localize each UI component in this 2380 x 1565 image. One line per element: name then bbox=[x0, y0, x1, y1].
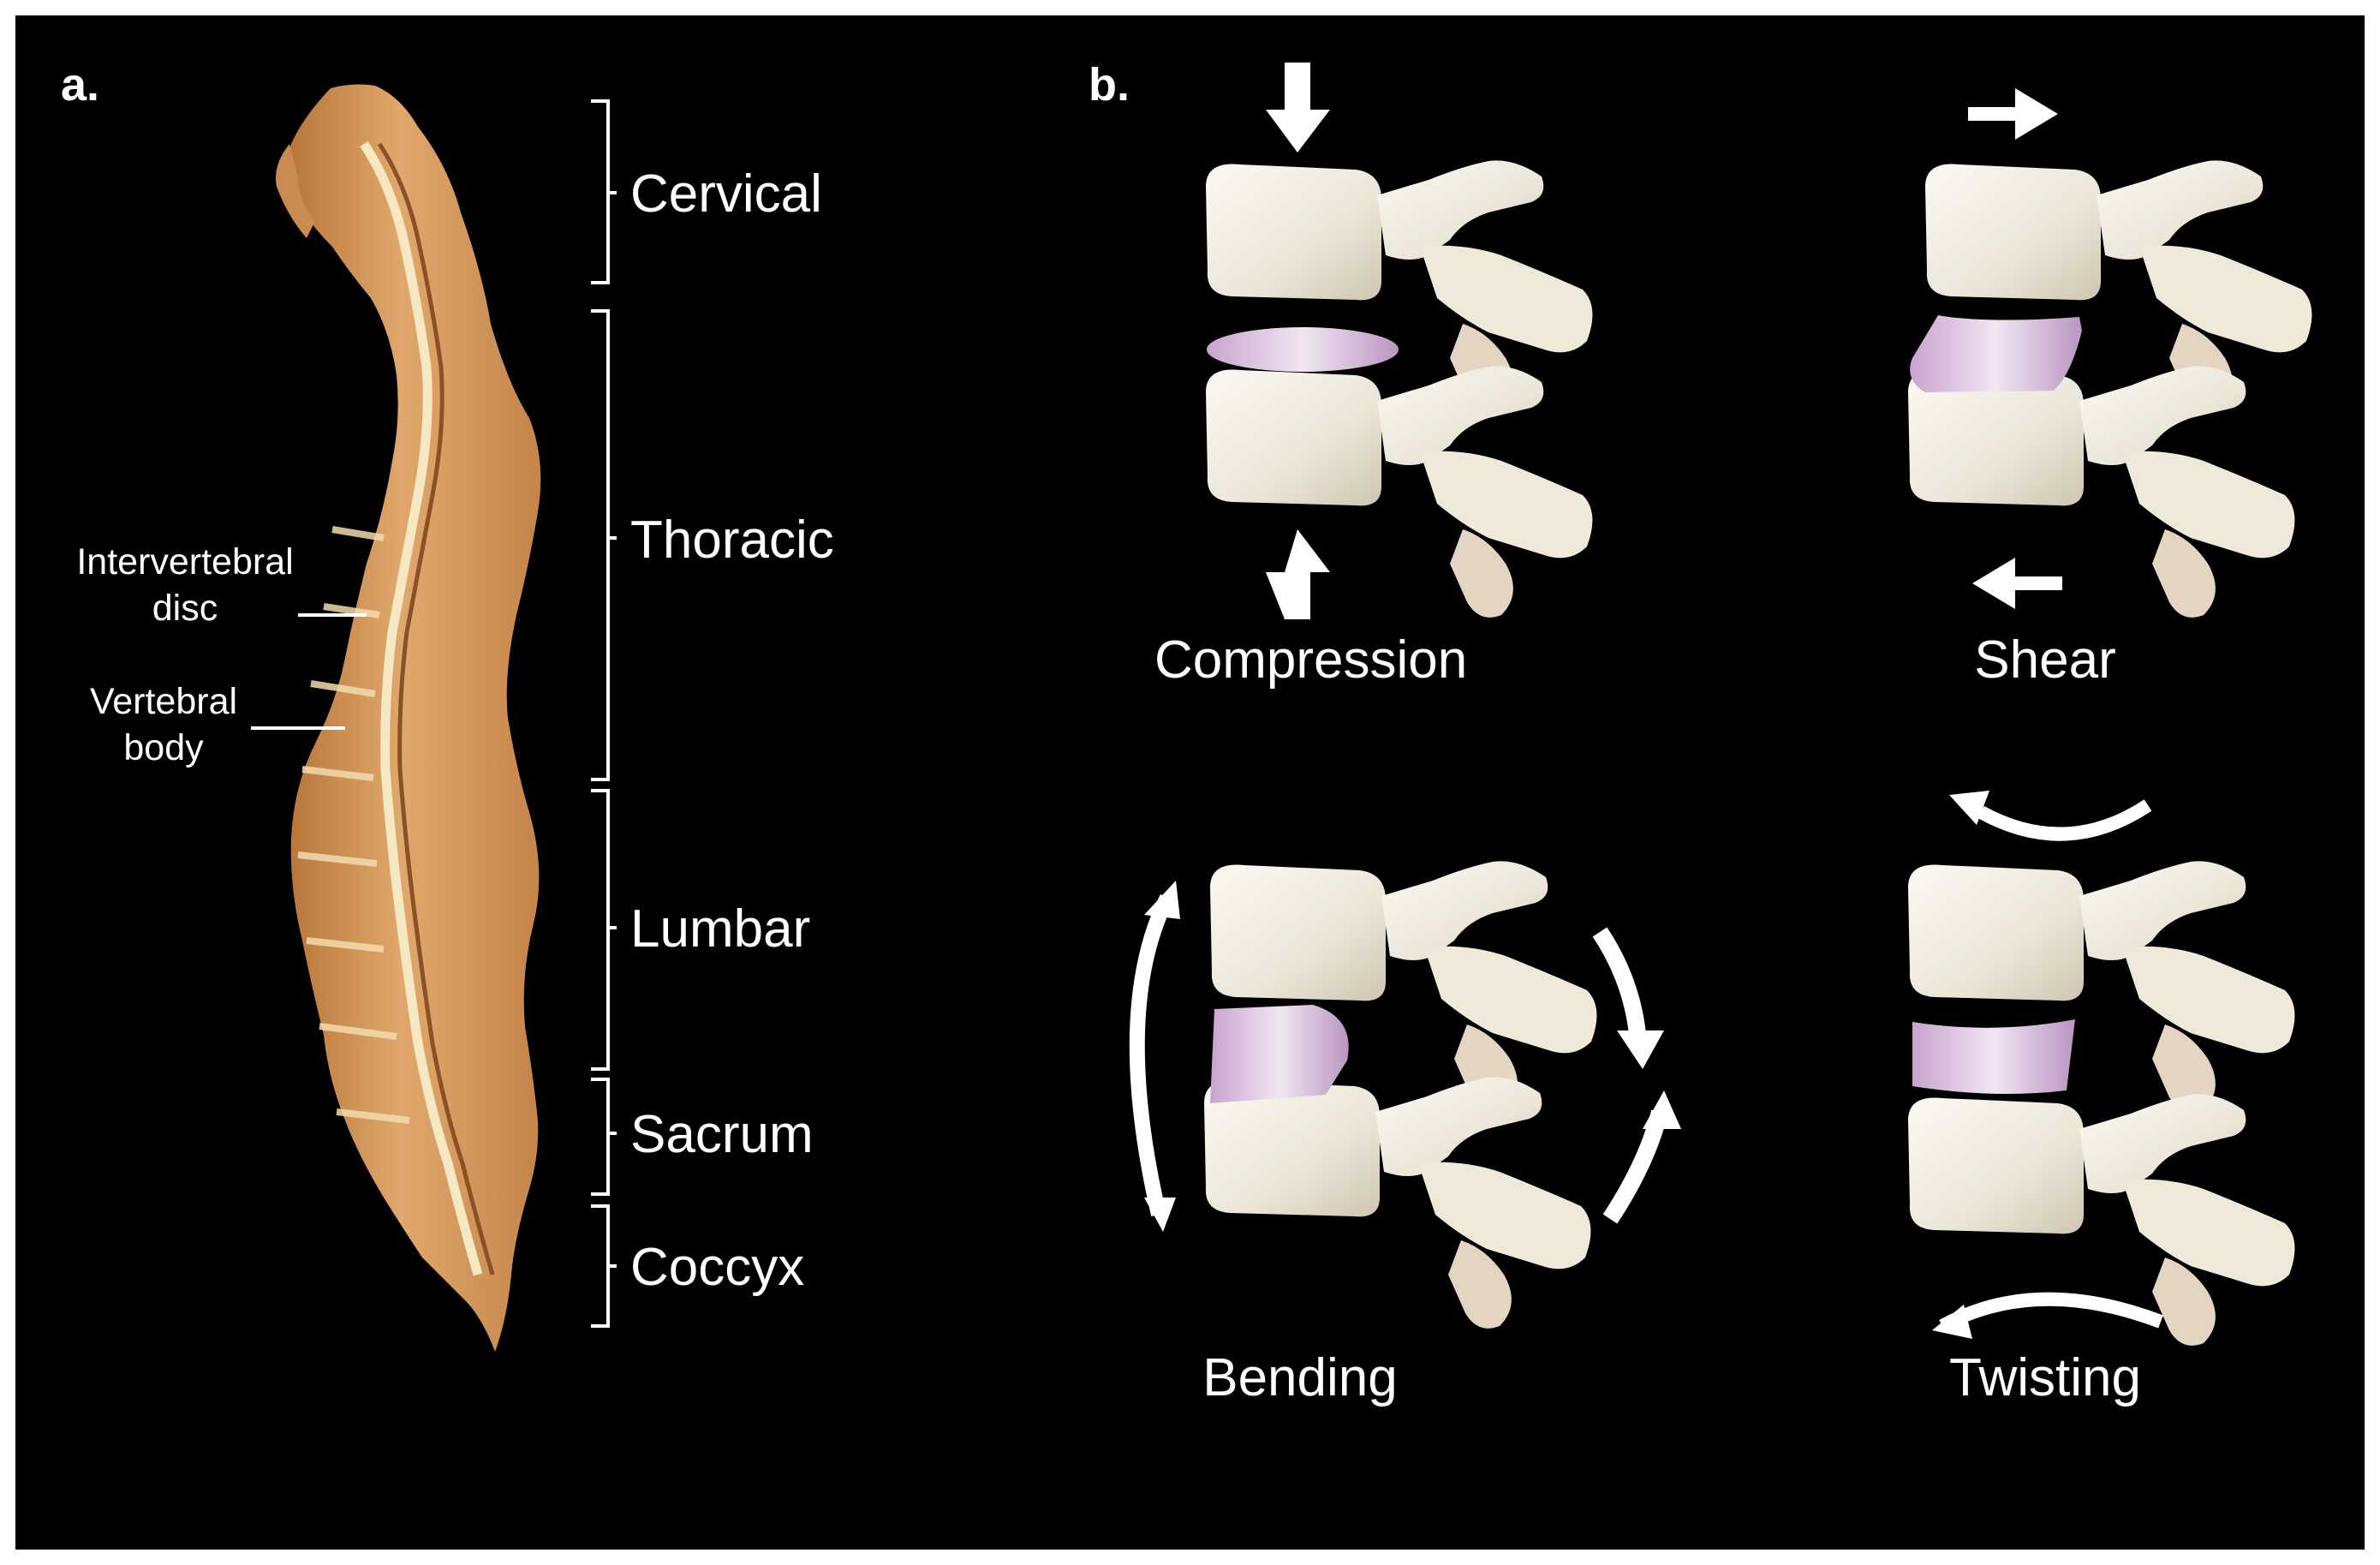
twist-arrow-top-icon bbox=[1949, 791, 1989, 825]
twist-arrow-bottom-icon bbox=[1932, 1305, 1972, 1339]
compression-label: Compression bbox=[1154, 630, 1468, 690]
intervertebral-disc-label-line1: Intervertebral bbox=[76, 541, 294, 582]
shear-illustration bbox=[1908, 88, 2312, 618]
curved-arrow-down-icon bbox=[1144, 1198, 1176, 1232]
region-label-lumbar: Lumbar bbox=[630, 899, 811, 959]
bending-label: Bending bbox=[1202, 1348, 1398, 1407]
intervertebral-disc-label-line2: disc bbox=[152, 587, 218, 629]
twisting-label: Twisting bbox=[1949, 1348, 2141, 1407]
vertebral-body-label-line1: Vertebral bbox=[89, 681, 238, 722]
figure-graphics bbox=[251, 63, 2312, 1353]
intervertebral-disc-label: Intervertebral disc bbox=[48, 540, 322, 632]
spine-specimen-image bbox=[276, 84, 541, 1353]
region-label-thoracic: Thoracic bbox=[630, 511, 834, 570]
curved-arrow-up-icon bbox=[1144, 881, 1180, 919]
annotation-pointers bbox=[251, 613, 367, 730]
arrow-up-icon bbox=[1266, 529, 1330, 619]
compression-illustration bbox=[1206, 63, 1593, 619]
arrow-left-icon bbox=[1972, 558, 2062, 609]
vertebral-body-label: Vertebral body bbox=[48, 679, 279, 772]
shear-label: Shear bbox=[1974, 630, 2116, 690]
bend-arrow-up-icon bbox=[1643, 1090, 1681, 1129]
arrow-right-icon bbox=[1968, 88, 2058, 140]
panel-a-label: a. bbox=[61, 59, 100, 111]
vertebral-body-label-line2: body bbox=[123, 726, 204, 768]
twisting-illustration bbox=[1908, 791, 2295, 1346]
region-label-coccyx: Coccyx bbox=[630, 1238, 805, 1297]
figure-panel: a. b. Cervical Thoracic Lumbar Sacrum Co… bbox=[15, 15, 2365, 1550]
region-label-sacrum: Sacrum bbox=[630, 1105, 814, 1164]
region-brackets bbox=[591, 99, 617, 1328]
bending-illustration bbox=[1129, 861, 1681, 1329]
region-label-cervical: Cervical bbox=[630, 164, 822, 224]
arrow-down-icon bbox=[1266, 63, 1330, 152]
bend-arrow-down-icon bbox=[1617, 1030, 1664, 1069]
panel-b-label: b. bbox=[1089, 59, 1130, 111]
